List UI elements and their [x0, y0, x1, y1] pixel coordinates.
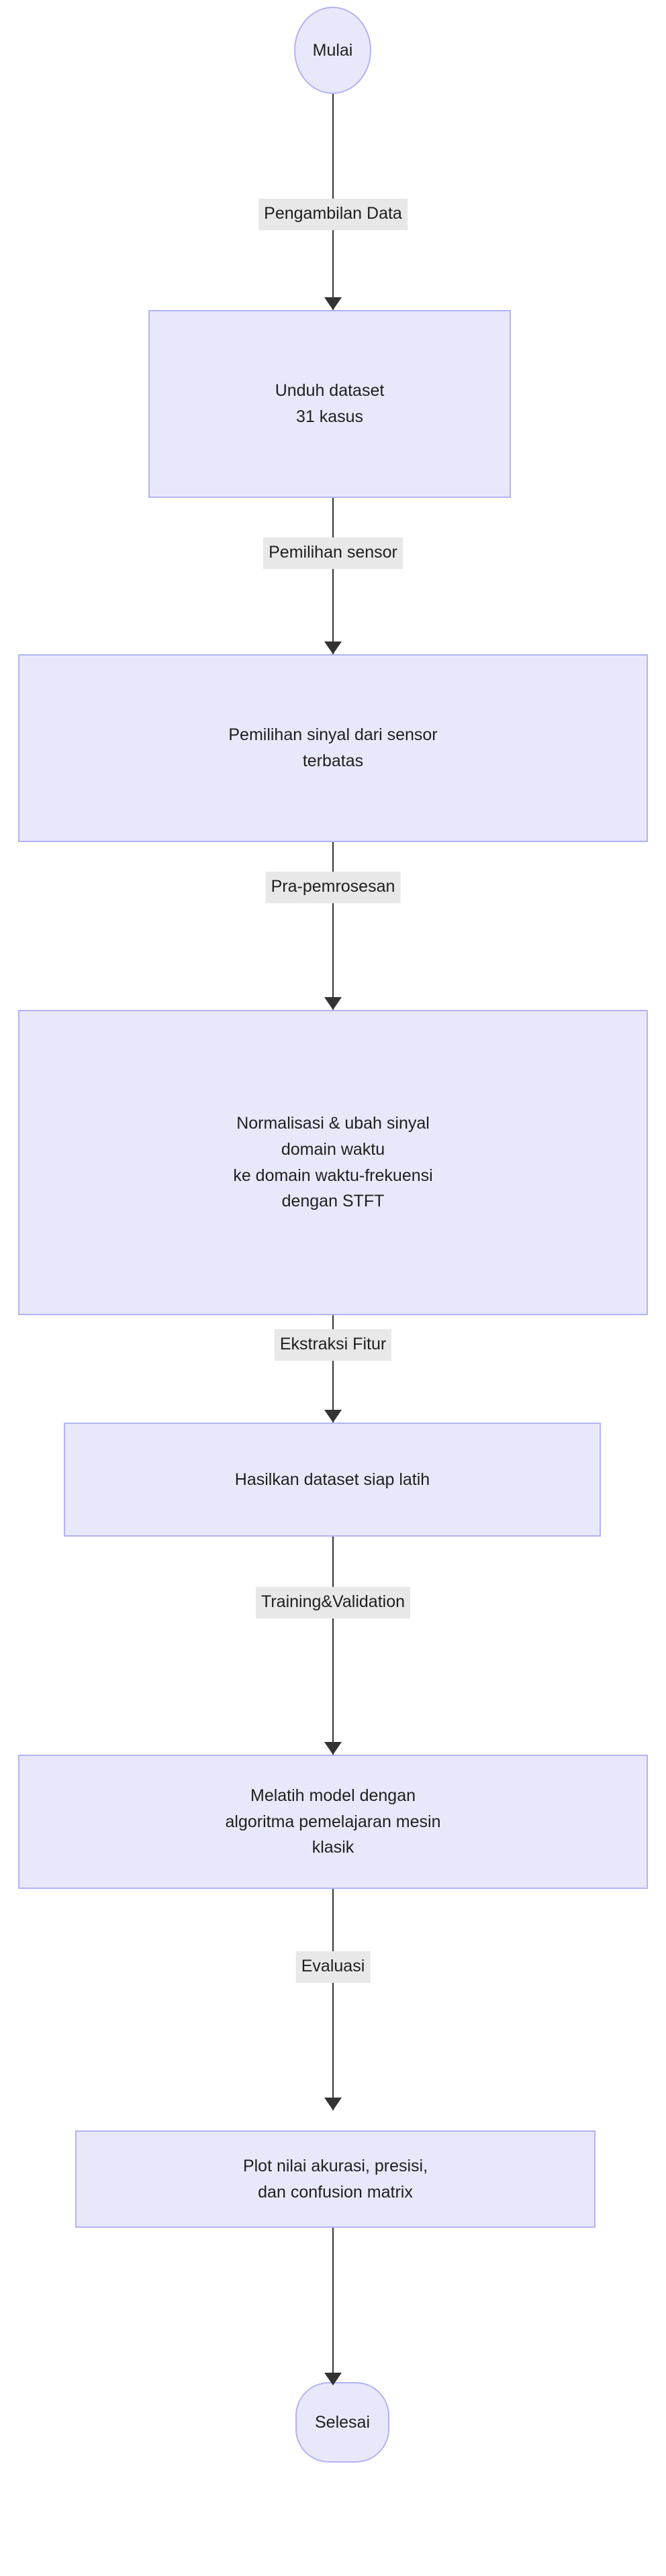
node-start[interactable]: Mulai — [294, 7, 371, 94]
edge-select-preprocess-arrowhead — [324, 997, 342, 1010]
node-ready-dataset[interactable]: Hasilkan dataset siap latih — [64, 1423, 601, 1537]
edge-label-training-validation: Training&Validation — [255, 1587, 411, 1618]
node-train-model[interactable]: Melatih model dengan algoritma pemelajar… — [18, 1755, 648, 1889]
edge-preprocess-dataset-line — [332, 1315, 334, 1423]
node-sensor-selection[interactable]: Pemilihan sinyal dari sensor terbatas — [18, 654, 648, 842]
node-sensor-selection-label: Pemilihan sinyal dari sensor terbatas — [228, 725, 438, 770]
edge-evaluate-end-line — [332, 2208, 334, 2385]
edge-dataset-train-arrowhead — [324, 1742, 342, 1755]
node-preprocessing-stft-label: Normalisasi & ubah sinyal domain waktu k… — [233, 1114, 433, 1211]
edge-label-ekstraksi-fitur: Ekstraksi Fitur — [274, 1329, 392, 1361]
node-download-dataset[interactable]: Unduh dataset 31 kasus — [148, 310, 511, 498]
edge-download-select-line — [332, 498, 334, 654]
edge-label-pra-pemrosesan: Pra-pemrosesan — [265, 872, 401, 903]
node-ready-dataset-label: Hasilkan dataset siap latih — [234, 1470, 430, 1489]
edge-label-evaluasi-visible: Evaluasi — [295, 1951, 371, 1983]
node-end-label: Selesai — [315, 2412, 370, 2432]
node-download-dataset-label: Unduh dataset 31 kasus — [275, 381, 385, 426]
node-train-model-label: Melatih model dengan algoritma pemelajar… — [225, 1786, 441, 1857]
edge-evaluate-end-arrowhead — [324, 2373, 342, 2385]
edge-train-evaluate-line — [332, 1889, 334, 2110]
edge-dataset-train-line — [332, 1537, 334, 1755]
edge-label-pengambilan-data: Pengambilan Data — [258, 199, 408, 230]
node-preprocessing-stft[interactable]: Normalisasi & ubah sinyal domain waktu k… — [18, 1010, 648, 1315]
node-start-label: Mulai — [312, 40, 353, 60]
edge-start-download-arrowhead — [324, 297, 342, 310]
node-end-terminal[interactable]: Selesai — [295, 2382, 389, 2463]
edge-train-evaluate-arrowhead — [324, 2098, 342, 2110]
edge-label-pemilihan-sensor: Pemilihan sensor — [263, 537, 403, 569]
edge-select-preprocess-line — [332, 842, 334, 1010]
node-evaluate-plot[interactable]: Plot nilai akurasi, presisi, dan confusi… — [75, 2130, 596, 2228]
edge-download-select-arrowhead — [324, 641, 342, 654]
node-evaluate-plot-label: Plot nilai akurasi, presisi, dan confusi… — [242, 2156, 428, 2202]
edge-preprocess-dataset-arrowhead — [324, 1410, 342, 1423]
